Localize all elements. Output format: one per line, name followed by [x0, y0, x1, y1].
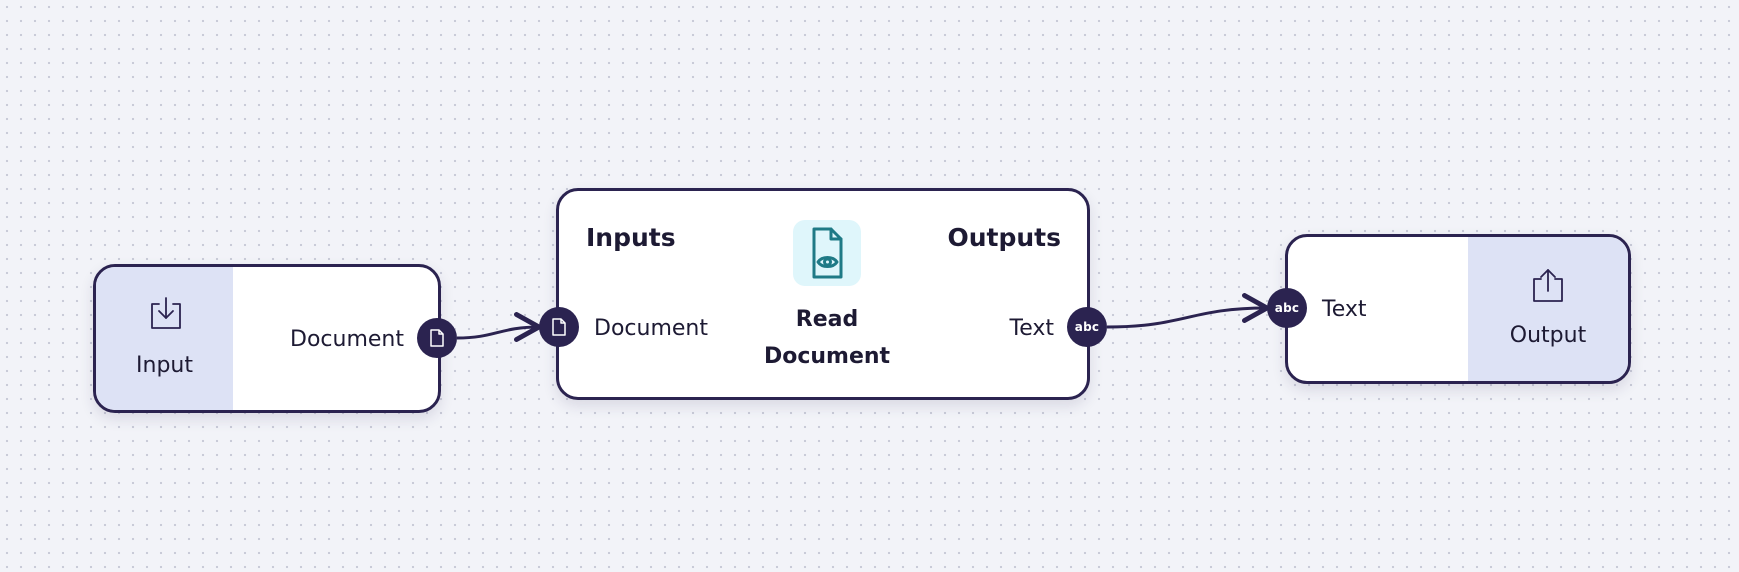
tool-name-line-2: Document [763, 344, 891, 369]
download-tray-icon [151, 297, 181, 329]
read-document-node[interactable]: Inputs Outputs Read Document Document Te… [556, 188, 1090, 400]
upload-tray-icon [1533, 269, 1563, 302]
output-node-panel: Output [1468, 237, 1628, 381]
output-node-port-label: Text [1322, 297, 1367, 322]
output-node[interactable]: Text Output [1285, 234, 1631, 384]
input-node-document-port[interactable] [417, 318, 457, 358]
text-type-badge: abc [1074, 320, 1100, 334]
edge-read-document-to-output[interactable] [1106, 293, 1270, 329]
output-node-label: Output [1509, 323, 1587, 348]
input-node-port-label: Document [290, 327, 404, 352]
read-document-output-port[interactable]: abc [1067, 307, 1107, 347]
outputs-title: Outputs [947, 223, 1061, 252]
text-type-badge: abc [1274, 301, 1300, 315]
inputs-title: Inputs [586, 223, 676, 252]
tool-name: Read Document [719, 301, 935, 375]
input-node-panel: Input [96, 267, 233, 410]
input-node-label: Input [136, 353, 193, 378]
output-node-text-port[interactable]: abc [1267, 288, 1307, 328]
document-eye-icon [812, 227, 843, 279]
tool-name-line-1: Read [795, 307, 859, 332]
read-document-output-port-label: Text [1009, 316, 1055, 341]
read-document-input-port[interactable] [539, 307, 579, 347]
tool-icon-container [793, 220, 861, 286]
document-icon [552, 318, 566, 336]
read-document-input-port-label: Document [594, 316, 708, 341]
edge-input-to-read-document[interactable] [456, 312, 542, 343]
document-icon [430, 329, 444, 347]
input-node[interactable]: Input Document [93, 264, 441, 413]
